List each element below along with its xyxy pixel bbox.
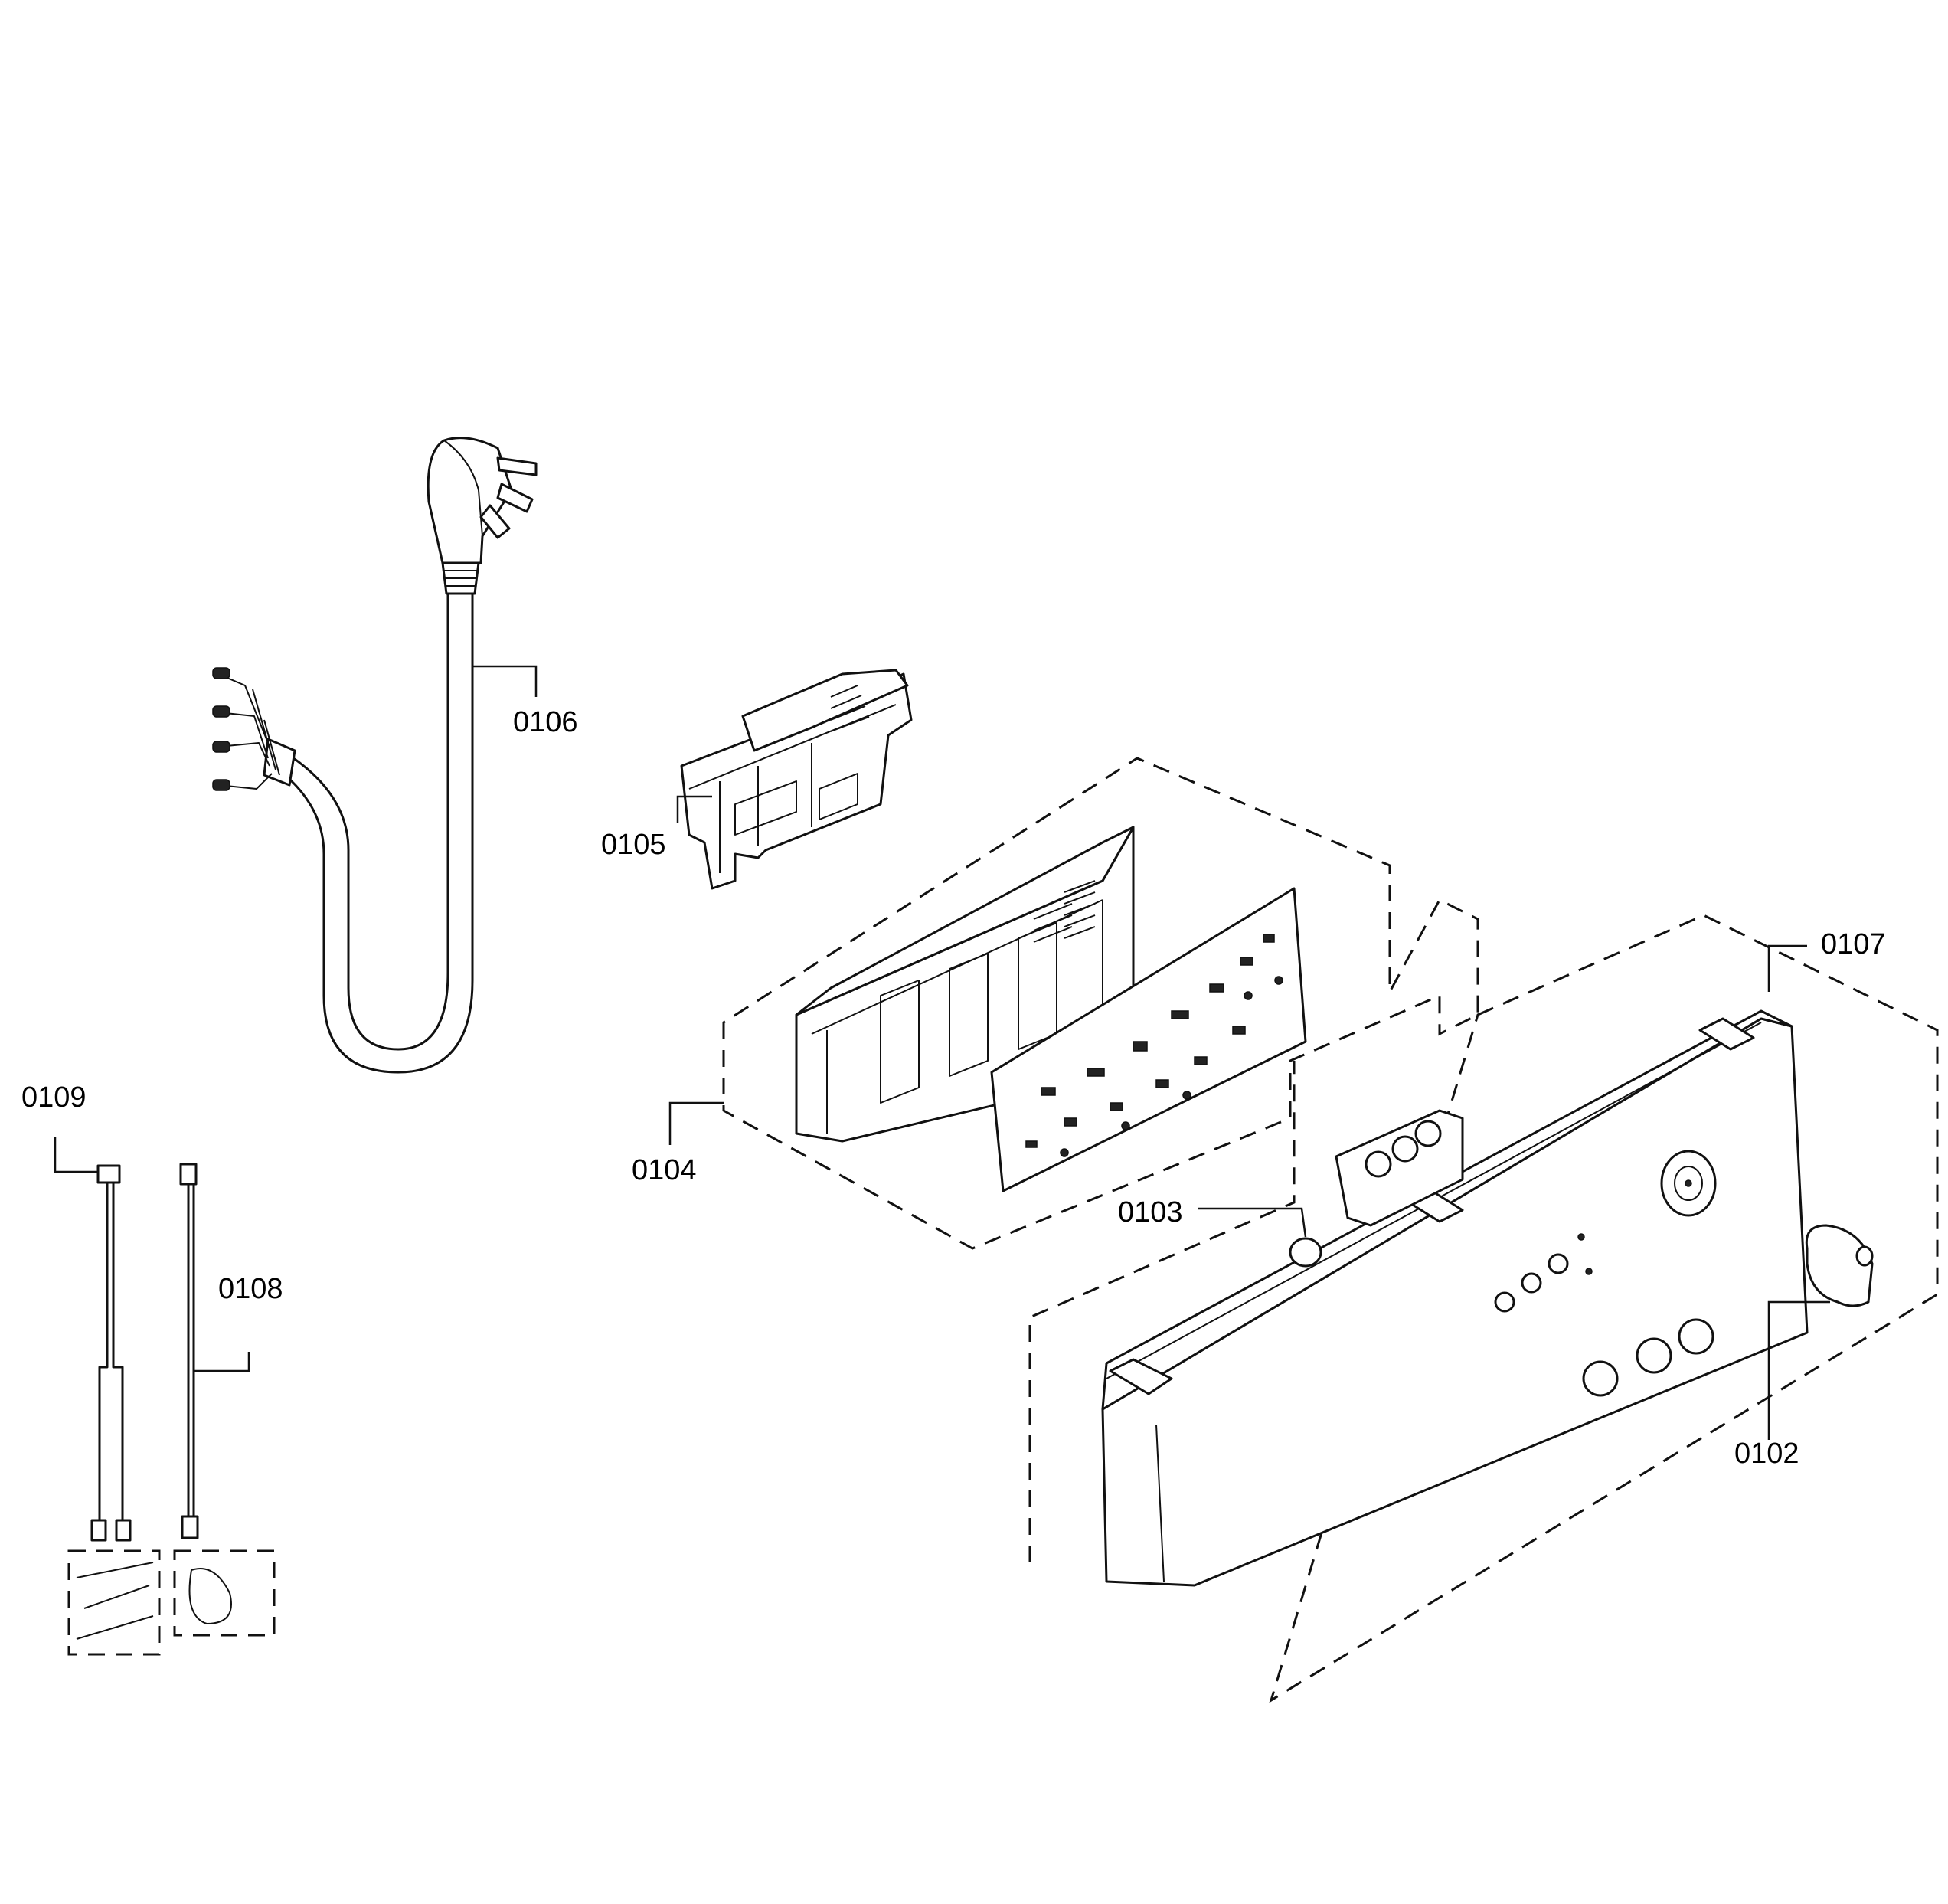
callout-0107: 0107 <box>1821 928 1886 960</box>
callout-0105: 0105 <box>601 829 666 861</box>
control-module-group <box>722 757 1479 1250</box>
leader-lines <box>54 665 1830 1440</box>
wire-harness-0108 <box>173 1163 276 1637</box>
callout-0103: 0103 <box>1118 1196 1183 1228</box>
callout-0108: 0108 <box>218 1273 283 1305</box>
callout-0102: 0102 <box>1734 1438 1799 1470</box>
control-panel-group <box>1028 914 1939 1703</box>
bracket-part <box>680 669 913 890</box>
wire-harness-0109 <box>67 1164 161 1656</box>
pcb-components <box>1025 934 1283 1157</box>
callout-0109: 0109 <box>21 1081 87 1114</box>
power-cord-part <box>212 437 538 1074</box>
callout-0104: 0104 <box>632 1154 697 1186</box>
callout-0106: 0106 <box>513 706 578 738</box>
